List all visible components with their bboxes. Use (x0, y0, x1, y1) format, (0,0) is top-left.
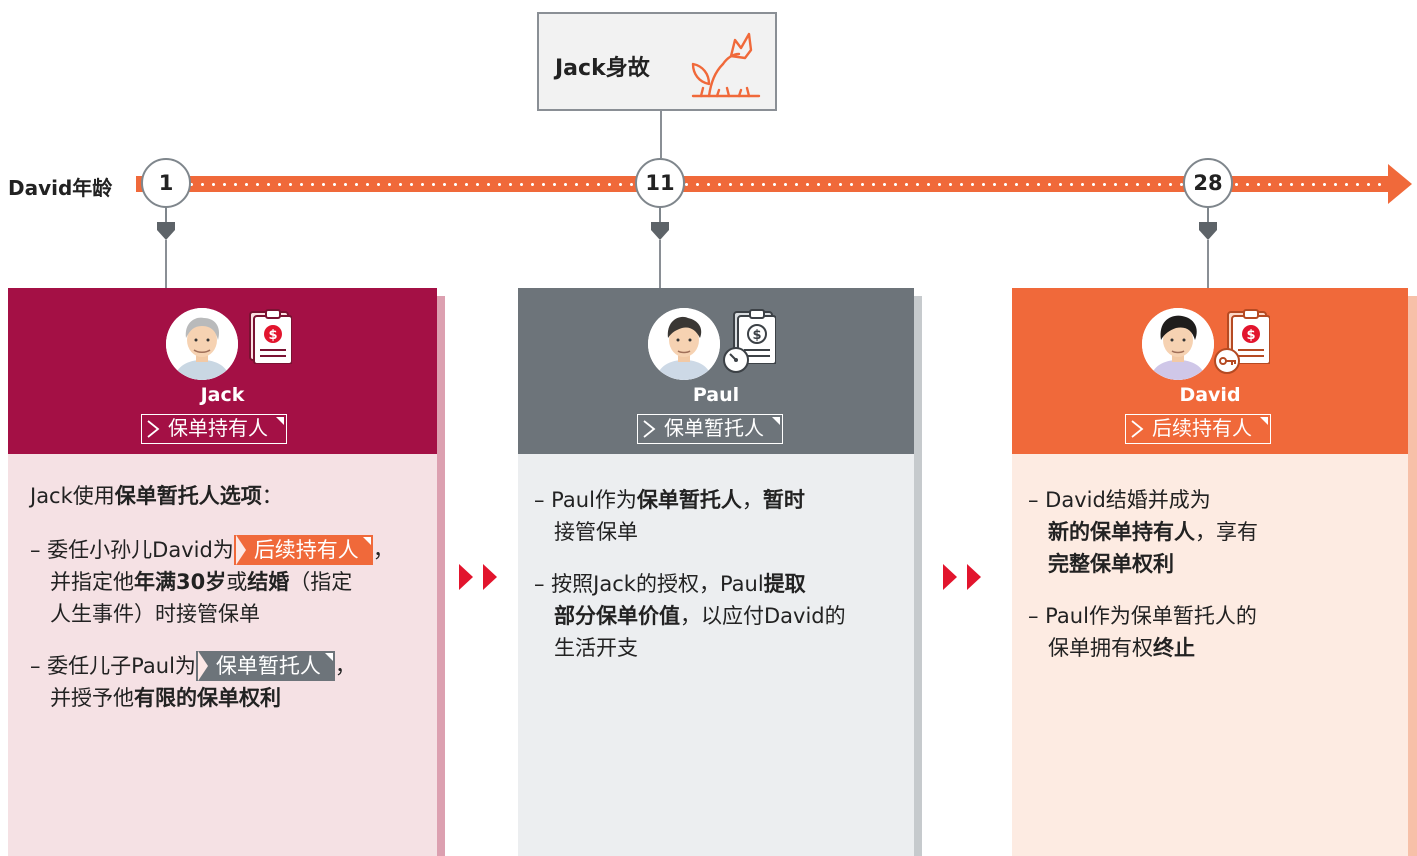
event-title: Jack身故 (555, 56, 650, 81)
next-arrow-icon (483, 564, 497, 590)
drop-line (165, 240, 167, 288)
drop-line (659, 240, 661, 288)
event-box: Jack身故 (537, 12, 777, 111)
role-text: 保单暂托人 (664, 416, 764, 440)
jack-text-line-3: 并指定他年满30岁或结婚（指定 (50, 570, 353, 594)
card-body: – David结婚并成为 新的保单持有人，享有 完整保单权利 – Paul作为保… (1012, 454, 1408, 856)
event-connector (660, 110, 662, 158)
corner-mark (276, 417, 284, 425)
card-david: $ David 后续持有人 – David结婚并成为 新的保单持有人，享有 完整… (1012, 288, 1408, 856)
timeline-dots (142, 183, 1388, 186)
age-marker-1: 1 (141, 158, 191, 208)
person-name-jack: Jack (200, 384, 245, 406)
jack-text-line-2: – 委任小孙儿David为后续持有人， (30, 534, 394, 566)
david-text-line-2: 新的保单持有人，享有 (1048, 520, 1258, 544)
card-shadow (914, 296, 922, 856)
jack-text-line-5: – 委任儿子Paul为保单暂托人， (30, 650, 356, 682)
card-shadow (437, 296, 445, 856)
david-text-line-4: – Paul作为保单暂托人的 (1028, 604, 1257, 628)
paul-text-line-3: – 按照Jack的授权，Paul提取 (534, 572, 806, 596)
elderly-man-icon (166, 308, 238, 380)
role-label-paul: 保单暂托人 (637, 414, 783, 444)
highlight-custodian: 保单暂托人 (195, 651, 335, 681)
person-name-david: David (1179, 384, 1241, 406)
david-text-line-3: 完整保单权利 (1048, 552, 1174, 576)
pin-icon (1199, 222, 1217, 230)
pin-icon (1199, 230, 1217, 240)
young-man-icon (1142, 308, 1214, 380)
timer-icon (723, 347, 749, 373)
highlight-successor: 后续持有人 (233, 535, 373, 565)
card-jack: $ Jack 保单持有人 Jack使用保单暂托人选项： – 委任小孙儿David… (8, 288, 437, 856)
age-stem (659, 207, 661, 223)
man-icon (648, 308, 720, 380)
paul-text-line-5: 生活开支 (554, 636, 638, 660)
role-text: 保单持有人 (168, 416, 268, 440)
next-arrow-icon (943, 564, 957, 590)
david-text-line-1: – David结婚并成为 (1028, 488, 1211, 512)
card-body: – Paul作为保单暂托人，暂时 接管保单 – 按照Jack的授权，Paul提取… (518, 454, 914, 856)
paul-text-line-2: 接管保单 (554, 520, 638, 544)
corner-mark (772, 417, 780, 425)
chevron-right-icon (643, 420, 656, 438)
person-name-paul: Paul (692, 384, 740, 406)
paul-text-line-1: – Paul作为保单暂托人，暂时 (534, 488, 805, 512)
svg-text:$: $ (268, 328, 277, 343)
drop-line (1207, 240, 1209, 288)
age-stem (1207, 207, 1209, 223)
pin-icon (651, 222, 669, 230)
key-icon (1214, 348, 1240, 374)
svg-text:$: $ (1246, 328, 1255, 343)
age-marker-11: 11 (635, 158, 685, 208)
corner-mark (1260, 417, 1268, 425)
card-shadow (1408, 296, 1417, 856)
paul-text-line-4: 部分保单价值，以应付David的 (554, 604, 846, 628)
pin-icon (157, 222, 175, 230)
jack-text-line-6: 并授予他有限的保单权利 (50, 686, 281, 710)
policy-document-icon: $ (733, 309, 776, 364)
timeline-arrowhead (1388, 164, 1412, 204)
role-label-jack: 保单持有人 (141, 414, 287, 444)
jack-text-line-1: Jack使用保单暂托人选项： (30, 484, 283, 508)
card-paul: $ Paul 保单暂托人 – Paul作为保单暂托人，暂时 接管保单 – 按照J… (518, 288, 914, 856)
card-body: Jack使用保单暂托人选项： – 委任小孙儿David为后续持有人， 并指定他年… (8, 454, 437, 856)
policy-document-icon: $ (1227, 309, 1270, 364)
next-arrow-icon (459, 564, 473, 590)
role-text: 后续持有人 (1152, 416, 1252, 440)
chevron-right-icon (147, 420, 160, 438)
role-label-david: 后续持有人 (1125, 414, 1271, 444)
wilted-flower-icon (691, 32, 761, 98)
avatar-david (1142, 308, 1214, 380)
avatar-paul (648, 308, 720, 380)
card-header: $ Jack 保单持有人 (8, 288, 437, 454)
timeline-label: David年龄 (8, 176, 113, 200)
card-header: $ Paul 保单暂托人 (518, 288, 914, 454)
next-arrow-icon (967, 564, 981, 590)
card-header: $ David 后续持有人 (1012, 288, 1408, 454)
pin-icon (157, 230, 175, 240)
david-text-line-5: 保单拥有权终止 (1048, 636, 1195, 660)
policy-document-icon: $ (249, 309, 292, 364)
avatar-jack (166, 308, 238, 380)
age-marker-28: 28 (1183, 158, 1233, 208)
age-stem (165, 207, 167, 223)
pin-icon (651, 230, 669, 240)
svg-text:$: $ (752, 328, 761, 343)
jack-text-line-4: 人生事件）时接管保单 (50, 602, 260, 626)
chevron-right-icon (1131, 420, 1144, 438)
